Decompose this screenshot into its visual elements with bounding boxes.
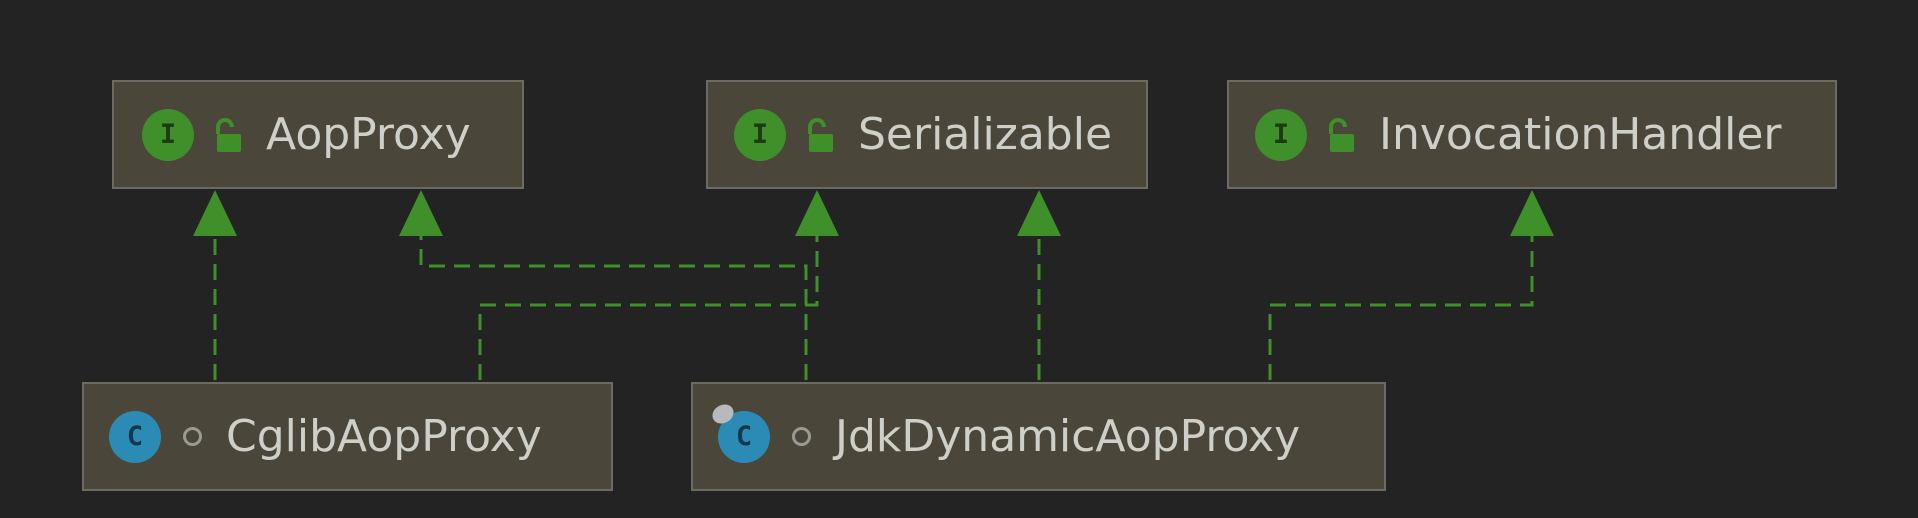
package-private-icon bbox=[792, 427, 811, 446]
node-serializable[interactable]: I Serializable bbox=[706, 80, 1148, 189]
node-label: AopProxy bbox=[266, 109, 471, 160]
package-private-icon bbox=[183, 427, 202, 446]
open-lock-icon bbox=[808, 117, 833, 152]
node-label: JdkDynamicAopProxy bbox=[835, 411, 1301, 462]
class-icon: C bbox=[109, 410, 161, 463]
edge-jdk-aopproxy bbox=[419, 232, 808, 380]
node-cglibaopproxy[interactable]: C CglibAopProxy bbox=[82, 382, 613, 491]
class-glyph: C bbox=[735, 421, 753, 452]
open-lock-icon bbox=[1329, 117, 1354, 152]
arrowhead-aopproxy-left bbox=[193, 190, 237, 236]
node-label: InvocationHandler bbox=[1379, 109, 1782, 160]
arrowhead-serializable-right bbox=[1017, 190, 1061, 236]
edge-cglib-serializable bbox=[478, 232, 819, 380]
abstract-class-icon: C bbox=[708, 400, 770, 463]
open-lock-icon bbox=[216, 117, 241, 152]
node-invocationhandler[interactable]: I InvocationHandler bbox=[1227, 80, 1837, 189]
abstract-marker-icon bbox=[708, 400, 738, 427]
interface-icon: I bbox=[142, 108, 194, 161]
edge-jdk-invocationhandler bbox=[1268, 232, 1534, 380]
node-label: CglibAopProxy bbox=[226, 411, 542, 462]
node-label: Serializable bbox=[858, 109, 1113, 160]
node-aopproxy[interactable]: I AopProxy bbox=[112, 80, 524, 189]
node-jdkdynamicaopproxy[interactable]: C JdkDynamicAopProxy bbox=[691, 382, 1386, 491]
arrowhead-serializable-left bbox=[795, 190, 839, 236]
interface-icon: I bbox=[1255, 108, 1307, 161]
arrowhead-aopproxy-right bbox=[399, 190, 443, 236]
arrowhead-invocationhandler bbox=[1510, 190, 1554, 236]
interface-icon: I bbox=[734, 108, 786, 161]
